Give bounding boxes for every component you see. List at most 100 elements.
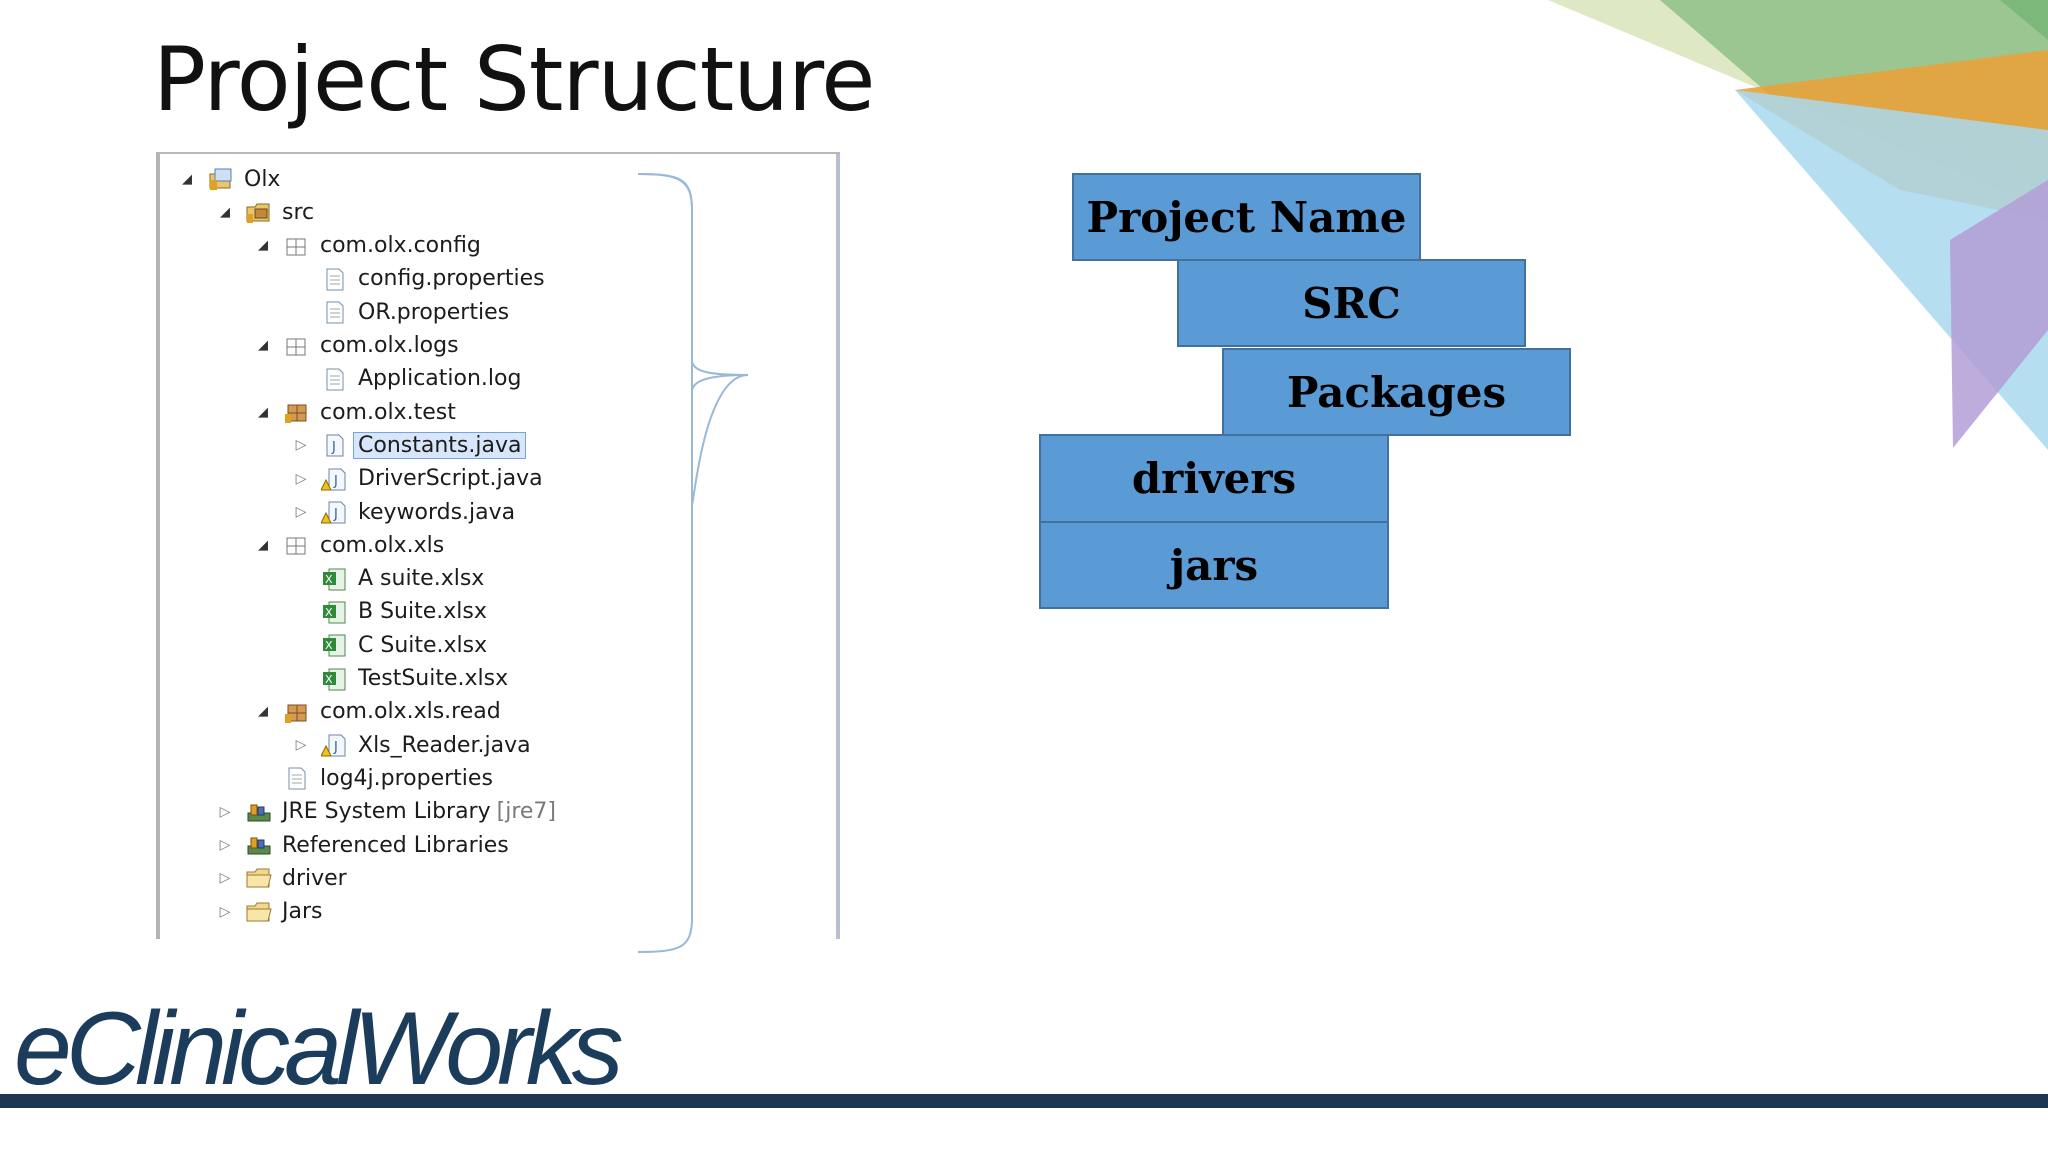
block-drivers: drivers [1039,434,1389,523]
source-folder-icon [244,198,274,226]
folder-icon [244,898,274,926]
tree-item[interactable]: X C Suite.xlsx [292,630,487,660]
expand-arrow-icon[interactable]: ▷ [295,504,307,520]
tree-item[interactable]: ◢ com.olx.logs [254,331,459,361]
tree-item[interactable]: log4j.properties [254,763,493,793]
tree-item[interactable]: ◢ com.olx.test [254,397,456,427]
tree-item[interactable]: ◢ com.olx.config [254,231,481,261]
tree-item-label: src [282,199,315,225]
file-icon [320,298,350,326]
library-icon [244,798,274,826]
tree-item-label: Constants.java [353,431,527,459]
collapse-arrow-icon[interactable]: ◢ [258,238,268,254]
block-project-name: Project Name [1072,173,1421,261]
tree-item-label: Olx [244,166,281,192]
package-empty-icon [282,232,312,260]
tree-item[interactable]: ◢ src [216,197,314,227]
package-empty-icon [282,332,312,360]
svg-text:J: J [333,474,338,489]
svg-text:J: J [333,507,338,522]
tree-item-label: com.olx.xls [320,532,445,558]
tree-item[interactable]: ◢ com.olx.xls [254,530,444,560]
slide-title: Project Structure [153,28,875,131]
curly-brace [637,173,749,953]
package-icon [282,398,312,426]
tree-item-label: Referenced Libraries [282,832,509,858]
collapse-arrow-icon[interactable]: ◢ [258,704,268,720]
expand-arrow-icon[interactable]: ▷ [295,737,307,754]
block-jars: jars [1039,521,1389,609]
tree-item[interactable]: ◢ com.olx.xls.read [254,697,501,727]
block-src: SRC [1177,259,1526,347]
footer-bar [0,1094,2048,1108]
tree-item-label: Jars [282,899,323,925]
excel-file-icon: X [320,565,350,593]
tree-item-label: com.olx.logs [320,333,459,358]
svg-text:X: X [325,606,333,619]
tree-item-label: B Suite.xlsx [358,599,487,625]
tree-item[interactable]: ▷ driver [216,863,347,893]
project-explorer-tree[interactable]: ◢ Olx ◢ src ◢ com.olx.config config.properties… [156,152,840,939]
tree-item[interactable]: ▷ J Xls_Reader.java [292,730,531,760]
collapse-arrow-icon[interactable]: ◢ [258,537,268,553]
file-icon [282,764,312,792]
svg-text:X: X [325,573,333,586]
tree-item[interactable]: ▷ Referenced Libraries [216,830,509,860]
tree-item-label: TestSuite.xlsx [358,666,509,691]
tree-item[interactable]: X B Suite.xlsx [292,597,487,627]
block-packages: Packages [1222,348,1571,436]
tree-item[interactable]: ▷ J DriverScript.java [292,464,543,494]
java-file-warning-icon: J [320,731,350,759]
package-empty-icon [282,531,312,559]
expand-arrow-icon[interactable]: ▷ [219,903,231,920]
tree-item-label: JRE System Library [282,799,491,825]
tree-item-label: DriverScript.java [358,466,543,492]
tree-item-label: A suite.xlsx [358,566,485,592]
svg-text:J: J [333,740,338,755]
tree-item[interactable]: ▷ J Constants.java [292,430,527,460]
tree-item-label: Application.log [358,366,522,392]
excel-file-icon: X [320,598,350,626]
tree-item[interactable]: config.properties [292,264,545,294]
expand-arrow-icon[interactable]: ▷ [219,870,231,887]
tree-item-label: Xls_Reader.java [358,732,531,758]
tree-item-label: OR.properties [358,299,510,325]
tree-item-label: com.olx.test [320,399,456,425]
folder-icon [244,864,274,892]
expand-arrow-icon[interactable]: ▷ [295,470,307,487]
tree-item-label: com.olx.config [320,233,481,259]
package-icon [282,698,312,726]
svg-text:X: X [325,639,333,652]
tree-item[interactable]: ▷ Jars [216,897,323,927]
library-icon [244,831,274,859]
expand-arrow-icon[interactable]: ▷ [295,437,307,454]
eclinicalworks-logo: eClinicalWorks [14,991,624,1107]
tree-item-label: com.olx.xls.read [320,699,501,725]
tree-item-label: driver [282,865,347,891]
tree-item-label: config.properties [358,266,545,292]
file-icon [320,265,350,293]
tree-item[interactable]: OR.properties [292,297,509,327]
tree-item-suffix: [jre7] [496,799,556,825]
svg-text:X: X [325,673,333,686]
tree-item[interactable]: ▷ JRE System Library[jre7] [216,797,556,827]
tree-item[interactable]: ◢ Olx [178,164,280,194]
collapse-arrow-icon[interactable]: ◢ [182,171,192,187]
collapse-arrow-icon[interactable]: ◢ [220,204,230,220]
excel-file-icon: X [320,631,350,659]
svg-text:J: J [331,440,336,455]
java-file-warning-icon: J [320,465,350,493]
tree-item[interactable]: X A suite.xlsx [292,564,484,594]
tree-item[interactable]: X TestSuite.xlsx [292,664,508,694]
tree-item-label: log4j.properties [320,765,493,791]
collapse-arrow-icon[interactable]: ◢ [258,338,268,353]
expand-arrow-icon[interactable]: ▷ [219,837,231,853]
collapse-arrow-icon[interactable]: ◢ [258,404,268,420]
java-file-icon: J [320,431,350,459]
project-icon [206,165,236,193]
expand-arrow-icon[interactable]: ▷ [219,803,231,820]
tree-item-label: C Suite.xlsx [358,632,488,658]
tree-item[interactable]: Application.log [292,364,521,394]
